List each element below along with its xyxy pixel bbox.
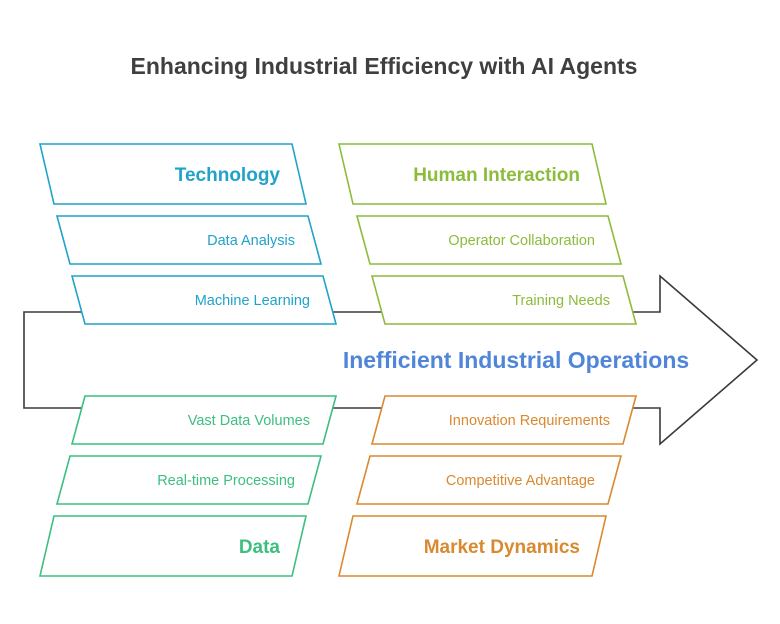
cause-label: Vast Data Volumes xyxy=(188,413,310,429)
category-header-box xyxy=(38,515,308,577)
cause-label: Data Analysis xyxy=(207,233,295,249)
category-data: Vast Data Volumes Real-time Processing D… xyxy=(38,395,338,577)
cause-box xyxy=(355,455,623,505)
cause-box xyxy=(370,395,638,445)
cause-label: Operator Collaboration xyxy=(448,233,595,249)
cause-label: Machine Learning xyxy=(195,293,310,309)
category-human-interaction: Human Interaction Operator Collaboration… xyxy=(337,143,638,325)
category-header-box xyxy=(38,143,308,205)
cause-box xyxy=(355,215,623,265)
category-header-box xyxy=(337,515,608,577)
cause-label: Competitive Advantage xyxy=(446,473,595,489)
cause-label: Real-time Processing xyxy=(157,473,295,489)
category-header-label: Market Dynamics xyxy=(424,537,580,558)
cause-box xyxy=(55,215,323,265)
cause-box xyxy=(70,275,338,325)
category-header-box xyxy=(337,143,608,205)
cause-box xyxy=(70,395,338,445)
category-header-label: Human Interaction xyxy=(413,165,580,186)
category-header-label: Technology xyxy=(175,165,281,186)
page-title: Enhancing Industrial Efficiency with AI … xyxy=(131,53,638,79)
cause-label: Training Needs xyxy=(512,293,610,309)
category-market-dynamics: Innovation Requirements Competitive Adva… xyxy=(337,395,638,577)
cause-label: Innovation Requirements xyxy=(449,413,610,429)
cause-box xyxy=(370,275,638,325)
category-header-label: Data xyxy=(239,537,281,558)
category-technology: Technology Data Analysis Machine Learnin… xyxy=(38,143,338,325)
effect-label: Inefficient Industrial Operations xyxy=(343,347,689,373)
cause-box xyxy=(55,455,323,505)
